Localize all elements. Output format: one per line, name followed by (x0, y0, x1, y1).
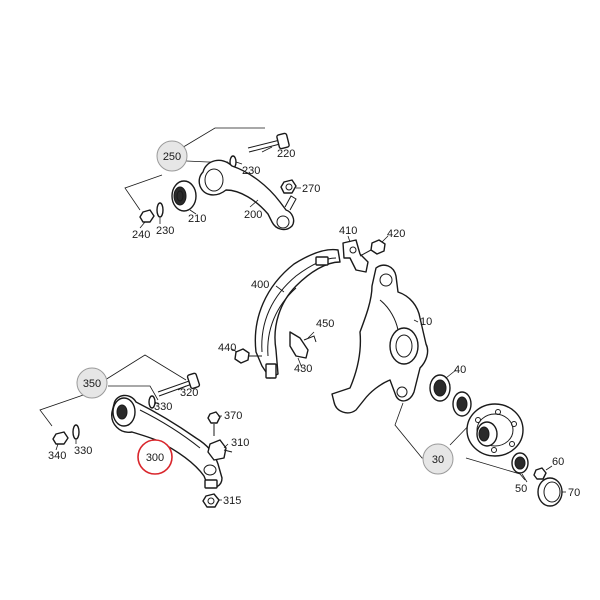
upper-arm-group (124, 127, 301, 231)
wheel-hub-group (394, 369, 566, 507)
ball-joint-310[interactable] (207, 439, 233, 461)
part-label-270: 270 (302, 183, 320, 195)
ring-50[interactable] (511, 452, 529, 474)
cap-70[interactable] (537, 477, 563, 507)
part-label-310: 310 (231, 437, 249, 449)
bolt-440[interactable] (234, 348, 262, 364)
part-label-60: 60 (552, 456, 564, 468)
part-label-315: 315 (223, 495, 241, 507)
group-label-30: 30 (432, 454, 444, 466)
part-label-420: 420 (387, 228, 405, 240)
part-label-210: 210 (188, 213, 206, 225)
nut-270[interactable] (280, 179, 297, 194)
washer-230-lower[interactable] (156, 202, 164, 218)
nut-240[interactable] (139, 209, 155, 223)
nut-340[interactable] (52, 431, 69, 445)
bracket-410[interactable] (342, 239, 369, 273)
bearing-40[interactable] (429, 374, 472, 417)
bushing-210[interactable] (171, 180, 197, 212)
part-label-440: 440 (218, 342, 236, 354)
part-label-70: 70 (568, 487, 580, 499)
part-label-430: 430 (294, 363, 312, 375)
wheel-hub[interactable] (466, 403, 524, 457)
nut-370[interactable] (207, 411, 221, 436)
part-label-50: 50 (515, 483, 527, 495)
bolt-320[interactable] (157, 372, 201, 397)
nut-60[interactable] (533, 467, 547, 480)
part-label-400: 400 (251, 279, 269, 291)
part-label-410: 410 (339, 225, 357, 237)
upper-arm-200[interactable] (198, 159, 297, 231)
part-label-200: 200 (244, 209, 262, 221)
part-label-230-upper: 230 (242, 165, 260, 177)
group-callout-350[interactable]: 350 (76, 367, 108, 399)
part-label-340: 340 (48, 450, 66, 462)
part-label-330-lower: 330 (74, 445, 92, 457)
lower-arm-group (39, 354, 233, 508)
lower-arm-300[interactable] (111, 394, 223, 489)
part-label-10: 10 (420, 316, 432, 328)
bolt-220[interactable] (247, 132, 290, 153)
brake-shield-400[interactable] (254, 248, 341, 379)
part-label-370: 370 (224, 410, 242, 422)
part-label-450: 450 (316, 318, 334, 330)
group-callout-250[interactable]: 250 (156, 140, 188, 172)
bracket-450[interactable] (289, 331, 317, 359)
washer-330-lower[interactable] (72, 424, 80, 440)
part-label-230-lower: 230 (156, 225, 174, 237)
part-label-220: 220 (277, 148, 295, 160)
bolt-420[interactable] (359, 239, 386, 257)
part-label-320: 320 (180, 387, 198, 399)
part-label-300: 300 (146, 452, 164, 464)
highlight-callout-300[interactable]: 300 (137, 439, 173, 475)
knuckle-10[interactable] (331, 264, 429, 414)
part-label-40: 40 (454, 364, 466, 376)
group-label-350: 350 (83, 378, 101, 390)
group-label-250: 250 (163, 151, 181, 163)
part-label-330-upper: 330 (154, 401, 172, 413)
part-label-240: 240 (132, 229, 150, 241)
nut-315[interactable] (202, 493, 220, 508)
steering-knuckle-area (231, 235, 429, 414)
group-callout-30[interactable]: 30 (422, 443, 454, 475)
